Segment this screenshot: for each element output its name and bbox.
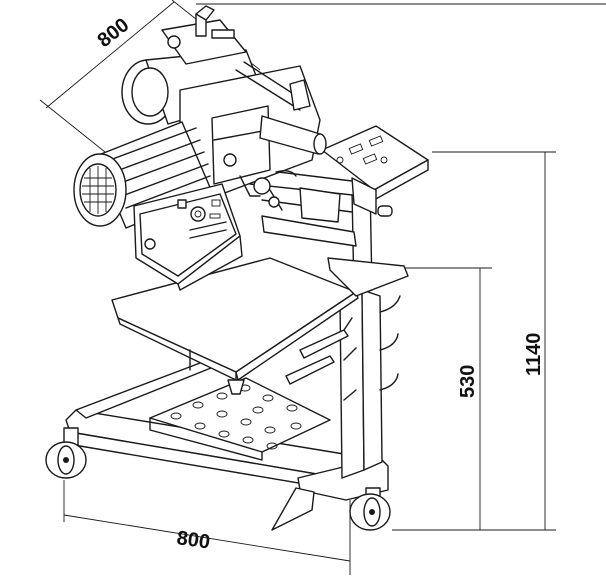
dimension-total-height: 1140	[523, 333, 545, 376]
machine-head	[121, 5, 327, 211]
work-tray	[111, 257, 359, 395]
dimension-top-diagonal: 800	[94, 14, 134, 52]
right-control-panel	[321, 125, 429, 217]
dimension-tray-height: 530	[457, 365, 479, 398]
dimension-bottom-width: 800	[175, 527, 211, 553]
electrical-box	[133, 183, 243, 291]
side-tray	[327, 257, 409, 297]
motor-fan-grille	[82, 166, 114, 214]
right-caster	[349, 487, 391, 531]
base-frame	[65, 359, 389, 531]
column	[339, 183, 401, 479]
left-caster	[45, 427, 87, 479]
